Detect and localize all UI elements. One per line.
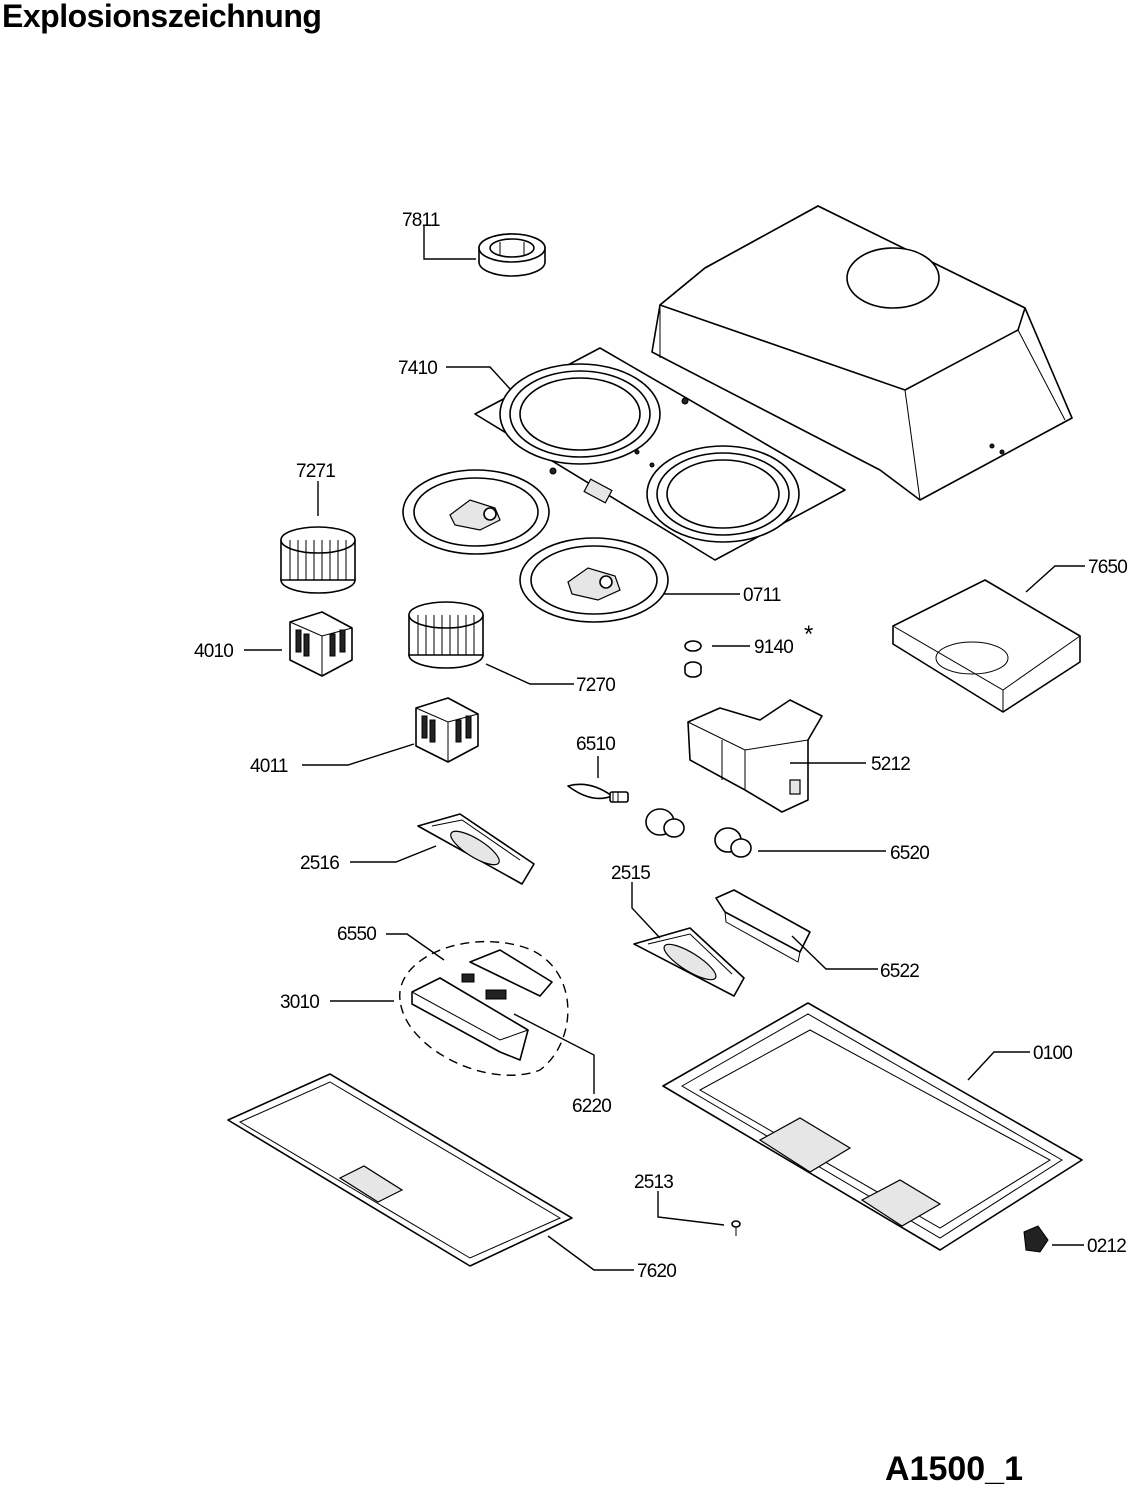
label-6550: 6550 bbox=[337, 924, 376, 945]
part-7270-fan-wheel bbox=[408, 601, 484, 669]
label-0100: 0100 bbox=[1033, 1043, 1072, 1064]
part-2515-light-cover bbox=[633, 927, 745, 997]
part-7811-ring bbox=[478, 233, 546, 277]
part-7271-fan-wheel bbox=[280, 526, 356, 594]
part-4010-motor bbox=[289, 611, 353, 677]
label-4011: 4011 bbox=[250, 756, 288, 777]
label-9140: 9140 bbox=[754, 637, 793, 658]
label-4010: 4010 bbox=[194, 641, 233, 662]
part-fan-plate-left bbox=[402, 469, 550, 555]
part-2516-light-cover bbox=[417, 813, 535, 885]
part-9140-nuts bbox=[684, 640, 702, 678]
label-5212: 5212 bbox=[871, 754, 910, 775]
label-6520: 6520 bbox=[890, 843, 929, 864]
part-labels: 7811 7410 7271 0711 7650 4010 9140 * 727… bbox=[194, 210, 1128, 1282]
page-title: Explosionszeichnung bbox=[2, 0, 322, 34]
part-6520-socket bbox=[714, 827, 752, 858]
label-0212: 0212 bbox=[1087, 1236, 1126, 1257]
part-0711-fan-plate bbox=[519, 537, 669, 623]
part-hood-housing bbox=[651, 205, 1073, 501]
part-7410-base-plate bbox=[474, 347, 846, 561]
label-6510: 6510 bbox=[576, 734, 615, 755]
part-0212-clip bbox=[1023, 1225, 1049, 1253]
part-6522-cover bbox=[715, 889, 811, 963]
label-2515: 2515 bbox=[611, 863, 650, 884]
part-7620-grease-filter bbox=[227, 1073, 573, 1267]
label-2513: 2513 bbox=[634, 1172, 673, 1193]
label-7271: 7271 bbox=[296, 461, 335, 482]
part-6510-bulb bbox=[567, 783, 629, 803]
label-7270: 7270 bbox=[576, 675, 615, 696]
leader-lines bbox=[244, 226, 1085, 1271]
drawing-id: A1500_1 bbox=[884, 1450, 1023, 1488]
label-7811: 7811 bbox=[402, 210, 440, 231]
note-asterisk: * bbox=[804, 621, 813, 648]
label-0711: 0711 bbox=[743, 585, 781, 606]
part-7650-filter-tray bbox=[892, 579, 1081, 713]
part-lamp-socket bbox=[645, 808, 685, 838]
label-7650: 7650 bbox=[1088, 557, 1127, 578]
part-4011-motor bbox=[415, 697, 479, 763]
part-3010-control-module bbox=[399, 940, 569, 1076]
part-0100-frame bbox=[662, 1002, 1083, 1251]
part-2513-screw bbox=[731, 1220, 741, 1236]
label-7620: 7620 bbox=[637, 1261, 676, 1282]
label-6522: 6522 bbox=[880, 961, 919, 982]
label-3010: 3010 bbox=[280, 992, 319, 1013]
part-5212-bracket bbox=[687, 699, 823, 813]
label-7410: 7410 bbox=[398, 358, 437, 379]
label-2516: 2516 bbox=[300, 853, 339, 874]
label-6220: 6220 bbox=[572, 1096, 611, 1117]
